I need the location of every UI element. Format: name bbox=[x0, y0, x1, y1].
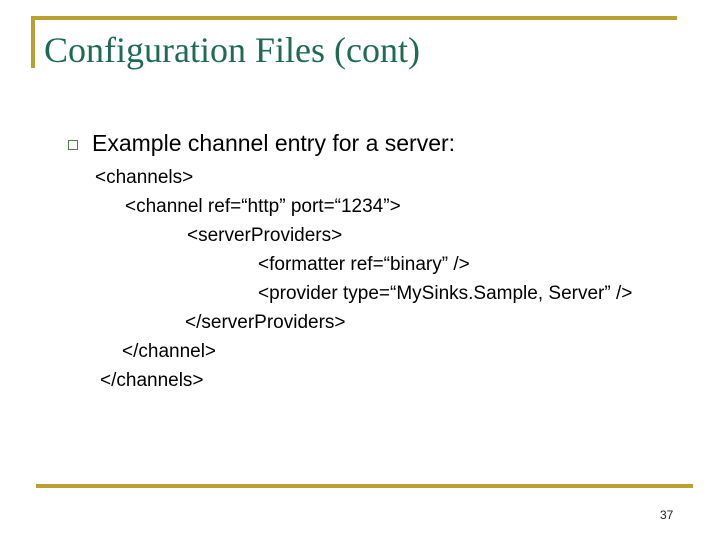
code-line: <provider type=“MySinks.Sample, Server” … bbox=[258, 283, 633, 304]
code-line: </channels> bbox=[100, 370, 204, 391]
title-accent-bar bbox=[31, 16, 35, 68]
code-line: <serverProviders> bbox=[187, 225, 343, 246]
slide-title: Configuration Files (cont) bbox=[44, 30, 420, 70]
xml-code-block: <channels> <channel ref=“http” port=“123… bbox=[0, 163, 720, 395]
page-number: 37 bbox=[660, 508, 674, 522]
square-bullet-icon bbox=[68, 140, 78, 150]
code-line: <channels> bbox=[95, 167, 194, 188]
bullet-text: Example channel entry for a server: bbox=[92, 130, 456, 156]
code-line: <channel ref=“http” port=“1234”> bbox=[125, 196, 401, 217]
code-line: </serverProviders> bbox=[185, 312, 346, 333]
top-accent-rule bbox=[31, 16, 677, 20]
bottom-accent-rule bbox=[36, 484, 693, 488]
code-line: </channel> bbox=[122, 341, 217, 362]
code-line: <formatter ref=“binary” /> bbox=[258, 254, 470, 275]
